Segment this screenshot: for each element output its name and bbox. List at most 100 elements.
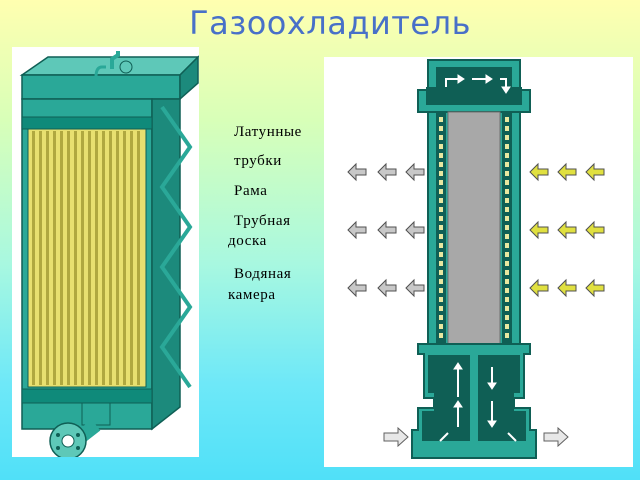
tube-section [505, 144, 509, 149]
tube-section [505, 180, 509, 185]
right-arrow-icon [383, 426, 409, 448]
flange-icon [49, 422, 87, 457]
left-arrow-icon [557, 278, 577, 298]
tube-section [439, 216, 443, 221]
tube-section [505, 333, 509, 338]
tube-section [505, 162, 509, 167]
tube-section [439, 126, 443, 131]
cooler-external-view [12, 47, 199, 457]
brass-tube [130, 131, 133, 385]
label-tube-plate: Трубная [234, 213, 291, 229]
tube-section [505, 135, 509, 140]
left-arrow-icon [377, 278, 397, 298]
brass-tube [60, 131, 63, 385]
brass-tube [109, 131, 112, 385]
brass-tube [123, 131, 126, 385]
brass-tube [95, 131, 98, 385]
tube-section [439, 279, 443, 284]
tube-section [505, 126, 509, 131]
tube-section [505, 297, 509, 302]
left-arrow-icon [557, 162, 577, 182]
tube-section [505, 198, 509, 203]
tube-section [505, 324, 509, 329]
right-arrow-icon [543, 426, 569, 448]
tube-section [505, 252, 509, 257]
left-arrow-icon [405, 162, 425, 182]
tube-section [439, 315, 443, 320]
left-arrow-icon [585, 162, 605, 182]
tube-section [505, 225, 509, 230]
tube-section [505, 279, 509, 284]
brass-tube [74, 131, 77, 385]
tube-section [505, 306, 509, 311]
left-arrow-icon [405, 220, 425, 240]
tube-section [439, 324, 443, 329]
left-arrow-icon [529, 278, 549, 298]
brass-tube [46, 131, 49, 385]
tube-section [505, 261, 509, 266]
label-water-chamber-line2: камера [228, 287, 276, 303]
tube-section [439, 306, 443, 311]
label-water-chamber: Водяная [234, 266, 292, 282]
tube-section [439, 162, 443, 167]
tube-section [505, 288, 509, 293]
tube-section [505, 207, 509, 212]
tube-section [505, 315, 509, 320]
brass-tube [116, 131, 119, 385]
brass-tube [137, 131, 140, 385]
tube-section [439, 288, 443, 293]
brass-tube [67, 131, 70, 385]
cooler-section-drawing [347, 59, 605, 459]
label-tube-plate-line2: доска [228, 233, 267, 249]
tube-section [439, 207, 443, 212]
cooler-section-view [324, 57, 633, 467]
tube-section [439, 153, 443, 158]
label-brass-tubes-line2: трубки [234, 153, 282, 169]
tube-section [439, 261, 443, 266]
tube-section [505, 270, 509, 275]
tube-section [505, 189, 509, 194]
label-brass-tubes: Латунные [234, 124, 302, 140]
left-arrow-icon [347, 162, 367, 182]
left-arrow-icon [529, 162, 549, 182]
left-arrow-icon [585, 278, 605, 298]
tube-section [439, 225, 443, 230]
left-arrow-icon [557, 220, 577, 240]
left-arrow-icon [347, 278, 367, 298]
label-frame: Рама [234, 183, 268, 199]
tube-section [505, 117, 509, 122]
brass-tube [39, 131, 42, 385]
tube-section [439, 117, 443, 122]
left-arrow-icon [377, 220, 397, 240]
water-flow-arrows [439, 74, 517, 442]
tube-section [439, 189, 443, 194]
brass-tube [32, 131, 35, 385]
tube-section [505, 171, 509, 176]
tube-section [505, 216, 509, 221]
tube-section [439, 180, 443, 185]
cooler-external-drawing [19, 51, 199, 457]
tube-section [439, 270, 443, 275]
page-title: Газоохладитель [189, 4, 471, 42]
tube-section [439, 297, 443, 302]
left-arrow-icon [377, 162, 397, 182]
tube-section [505, 243, 509, 248]
tube-section [439, 171, 443, 176]
brass-tube [81, 131, 84, 385]
tube-section [439, 333, 443, 338]
tube-section [505, 234, 509, 239]
tube-section [439, 135, 443, 140]
tube-section [439, 243, 443, 248]
left-arrow-icon [347, 220, 367, 240]
left-arrow-icon [405, 278, 425, 298]
brass-tubes-render [32, 131, 140, 385]
tube-section [439, 252, 443, 257]
tube-section [439, 234, 443, 239]
tube-section [439, 198, 443, 203]
tube-section [505, 153, 509, 158]
tube-section [439, 144, 443, 149]
pipe-fitting-icon [94, 51, 133, 78]
brass-tube [102, 131, 105, 385]
left-arrow-icon [529, 220, 549, 240]
left-arrow-icon [585, 220, 605, 240]
